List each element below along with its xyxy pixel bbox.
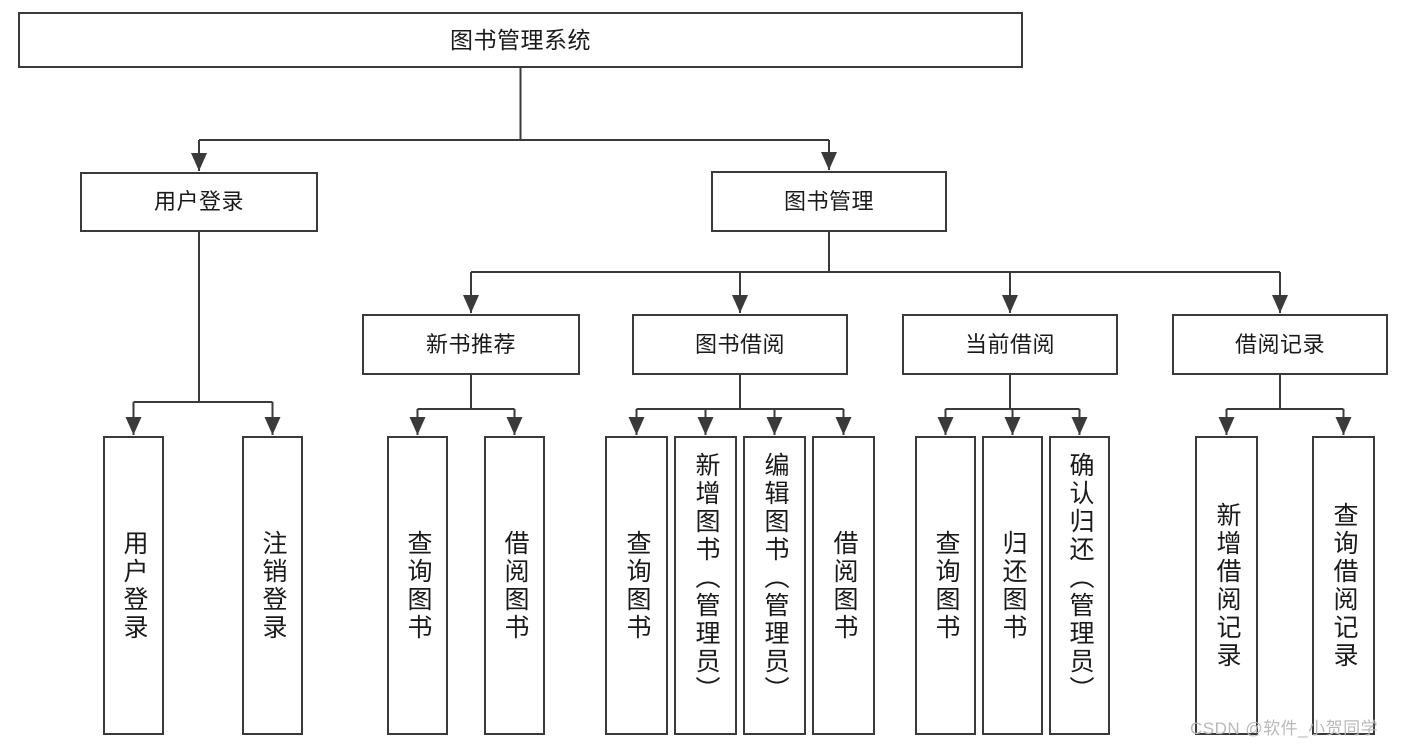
node-label: 用户登录 (120, 529, 148, 642)
node-leaf-cu-confirm[interactable]: 确认归还（管理员） (1049, 436, 1110, 735)
node-leaf-rec-query[interactable]: 查询借阅记录 (1312, 436, 1375, 735)
node-label: 图书管理系统 (450, 26, 591, 53)
node-label: 新增图书（管理员） (692, 452, 720, 704)
node-leaf-bo-lend[interactable]: 借阅图书 (812, 436, 875, 735)
node-leaf-nb-query[interactable]: 查询图书 (387, 436, 448, 735)
node-label: 借阅图书 (830, 529, 858, 642)
node-label: 用户登录 (153, 189, 244, 215)
node-leaf-bo-add[interactable]: 新增图书（管理员） (674, 436, 737, 735)
node-label: 确认归还（管理员） (1066, 452, 1094, 704)
node-newbook[interactable]: 新书推荐 (362, 314, 580, 375)
node-current[interactable]: 当前借阅 (902, 314, 1118, 375)
node-label: 注销登录 (259, 529, 287, 642)
node-leaf-bo-edit[interactable]: 编辑图书（管理员） (743, 436, 806, 735)
node-label: 当前借阅 (964, 331, 1055, 357)
node-leaf-nb-borrow[interactable]: 借阅图书 (484, 436, 545, 735)
node-label: 新书推荐 (425, 331, 516, 357)
node-root[interactable]: 图书管理系统 (18, 12, 1023, 68)
csdn-watermark: CSDN @软件_小贺同学 (1190, 719, 1379, 738)
node-bookmgmt[interactable]: 图书管理 (711, 171, 947, 232)
node-label: 借阅记录 (1234, 331, 1325, 357)
node-leaf-user-login[interactable]: 用户登录 (103, 436, 164, 735)
node-leaf-rec-add[interactable]: 新增借阅记录 (1195, 436, 1258, 735)
node-label: 查询图书 (932, 529, 960, 642)
node-login[interactable]: 用户登录 (80, 172, 318, 232)
node-leaf-user-logout[interactable]: 注销登录 (242, 436, 303, 735)
node-label: 图书借阅 (694, 331, 785, 357)
node-label: 新增借阅记录 (1213, 501, 1241, 670)
node-label: 编辑图书（管理员） (761, 452, 789, 704)
node-label: 查询借阅记录 (1330, 501, 1358, 670)
node-leaf-bo-query[interactable]: 查询图书 (605, 436, 668, 735)
node-borrow[interactable]: 图书借阅 (632, 314, 848, 375)
node-label: 查询图书 (623, 529, 651, 642)
node-leaf-cu-return[interactable]: 归还图书 (982, 436, 1043, 735)
node-label: 归还图书 (999, 529, 1027, 642)
node-label: 图书管理 (783, 188, 874, 214)
node-leaf-cu-query[interactable]: 查询图书 (915, 436, 976, 735)
node-label: 查询图书 (404, 529, 432, 642)
node-records[interactable]: 借阅记录 (1172, 314, 1388, 375)
node-label: 借阅图书 (501, 529, 529, 642)
